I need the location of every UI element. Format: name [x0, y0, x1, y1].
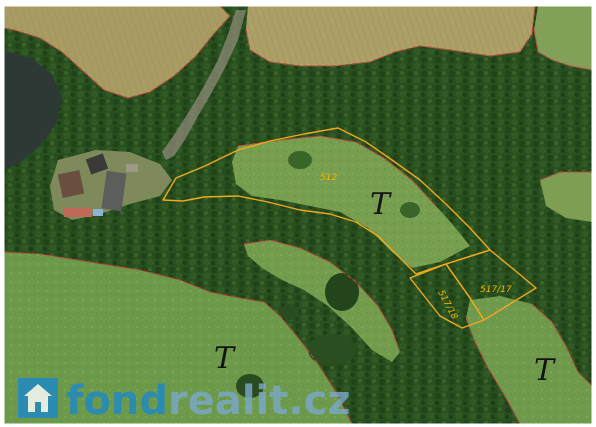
building: [57, 169, 85, 199]
watermark-brand: fond: [66, 378, 168, 424]
meadow-middle-texture: [244, 240, 400, 362]
tree-cluster: [236, 374, 264, 398]
parcel-label-512: 512: [320, 173, 337, 183]
meadow-bottom-left-texture: [4, 252, 352, 424]
meadow-bottom-right-texture: [466, 296, 592, 424]
forest-road: [162, 10, 246, 160]
building: [101, 170, 127, 212]
land-use-symbol: T: [214, 341, 236, 376]
land-use-symbol: T: [370, 187, 392, 222]
crop-field-top-left-texture: [4, 6, 230, 98]
parcel-outlines: [162, 127, 537, 329]
watermark: fondrealit.cz: [18, 378, 351, 424]
watermark-suffix: realit.cz: [168, 378, 351, 424]
map-frame: [3, 5, 593, 425]
building: [85, 153, 109, 175]
land-use-symbol: T: [534, 353, 556, 388]
tree-cluster: [308, 334, 356, 366]
tree-cluster: [400, 202, 420, 218]
house-door: [35, 402, 41, 412]
crop-field-top-middle-texture: [246, 6, 535, 66]
building-red-roof: [64, 208, 92, 217]
parcel-label-517-17: 517/17: [480, 285, 512, 295]
pond: [4, 50, 62, 170]
parcel-divider: [415, 263, 447, 275]
house-icon: [24, 384, 52, 412]
tree-cluster: [281, 304, 299, 320]
tree-cluster: [325, 273, 359, 311]
meadow-top-right: [534, 6, 592, 70]
watermark-text: fondrealit.cz: [66, 378, 351, 424]
building: [126, 164, 138, 172]
central-clearing-texture: [232, 136, 470, 268]
cadastral-boundaries: [4, 6, 592, 424]
building-blue-roof: [93, 209, 103, 216]
meadow-right: [540, 172, 592, 222]
tree-cluster: [288, 151, 312, 169]
